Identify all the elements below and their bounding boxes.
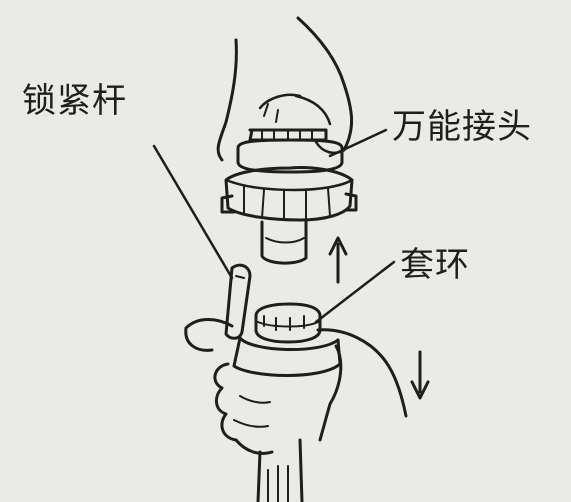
collar-label: 套环	[400, 245, 470, 285]
hose	[256, 438, 304, 502]
leader-collar	[314, 260, 396, 324]
lower-hand	[184, 318, 408, 455]
lock-lever-label: 锁紧杆	[22, 81, 127, 121]
leader-adapter	[328, 128, 388, 158]
universal-adapter-label: 万能接头	[392, 107, 532, 147]
arrow-up-icon	[328, 236, 348, 284]
leader-lock	[152, 144, 234, 280]
arrow-down-icon	[410, 350, 430, 400]
lock-lever	[224, 263, 252, 340]
upper-hand	[216, 16, 354, 162]
universal-adapter	[220, 128, 358, 265]
